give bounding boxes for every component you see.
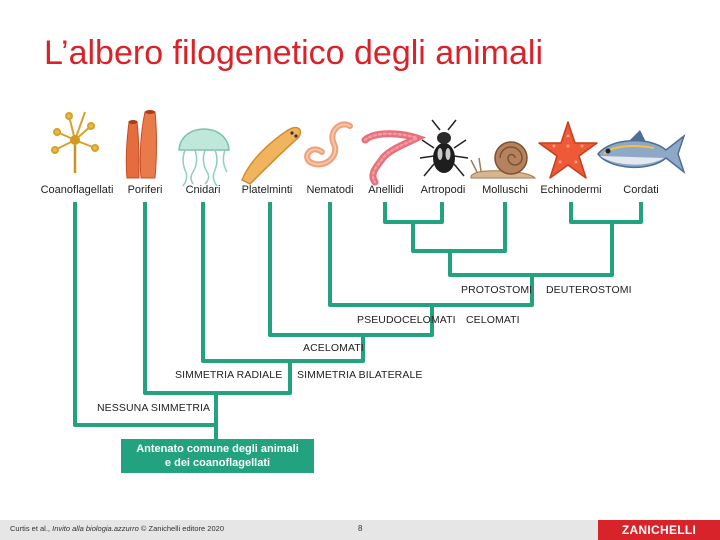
taxon-label-molluschi: Molluschi	[482, 184, 528, 196]
taxon-label-cnidari: Cnidari	[185, 184, 221, 196]
clade-label-pseudocelomati: PSEUDOCELOMATI	[357, 314, 456, 326]
choanoflagellate-icon	[51, 111, 99, 173]
ancestor-line-2: e dei coanoflagellati	[164, 457, 271, 469]
slide-title: L’albero filogenetico degli animali	[44, 34, 543, 72]
sponge-icon	[125, 110, 157, 179]
earthworm-icon	[361, 130, 427, 186]
branch-echinodermi-cordati	[569, 202, 643, 224]
branch-anellidi-artropodi	[383, 202, 444, 224]
branch-cnidari	[201, 202, 365, 363]
ancestor-line-1: Antenato comune degli animali	[136, 443, 299, 455]
jellyfish-icon	[178, 128, 230, 187]
taxon-label-cordati: Cordati	[623, 184, 659, 196]
branch-protostomi-deuterostomi	[448, 222, 614, 277]
branch-coanoflagellati	[73, 202, 218, 427]
taxon-label-echinodermi: Echinodermi	[540, 184, 602, 196]
taxon-label-anellidi: Anellidi	[368, 184, 404, 196]
clade-label-celomati: CELOMATI	[466, 314, 520, 326]
credit-book-title: Invito alla biologia.azzurro	[52, 524, 139, 533]
page-number: 8	[358, 524, 363, 533]
branch-platelminti	[268, 202, 434, 337]
clade-label-nessuna-simmetria: NESSUNA SIMMETRIA	[97, 402, 211, 414]
clade-label-simmetria-bilaterale: SIMMETRIA BILATERALE	[297, 369, 423, 381]
roundworm-icon	[304, 121, 353, 168]
beetle-icon	[419, 119, 469, 177]
footer-bar	[0, 520, 720, 540]
credit-publisher: © Zanichelli editore 2020	[138, 524, 224, 533]
snail-icon	[470, 141, 537, 179]
branch-lophotrochozoa	[411, 202, 507, 253]
phylogenetic-tree	[51, 110, 686, 439]
taxon-label-platelminti: Platelminti	[241, 184, 293, 196]
taxon-label-coanoflagellati: Coanoflagellati	[40, 184, 114, 196]
common-ancestor-box: Antenato comune degli animali e dei coan…	[121, 439, 314, 473]
clade-label-deuterostomi: DEUTEROSTOMI	[546, 284, 632, 296]
taxon-label-poriferi: Poriferi	[127, 184, 163, 196]
taxon-label-nematodi: Nematodi	[306, 184, 354, 196]
starfish-icon	[538, 121, 598, 179]
clade-label-simmetria-radiale: SIMMETRIA RADIALE	[175, 369, 283, 381]
taxon-label-artropodi: Artropodi	[420, 184, 466, 196]
credit-authors: Curtis et al.,	[10, 524, 53, 533]
clade-label-protostomi: PROTOSTOMI	[461, 284, 533, 296]
clade-label-acelomati: ACELOMATI	[303, 342, 364, 354]
flatworm-icon	[241, 126, 302, 185]
publisher-logo: ZANICHELLI	[598, 520, 720, 540]
fish-icon	[597, 130, 686, 175]
footer-credit: Curtis et al., Invito alla biologia.azzu…	[10, 524, 224, 533]
